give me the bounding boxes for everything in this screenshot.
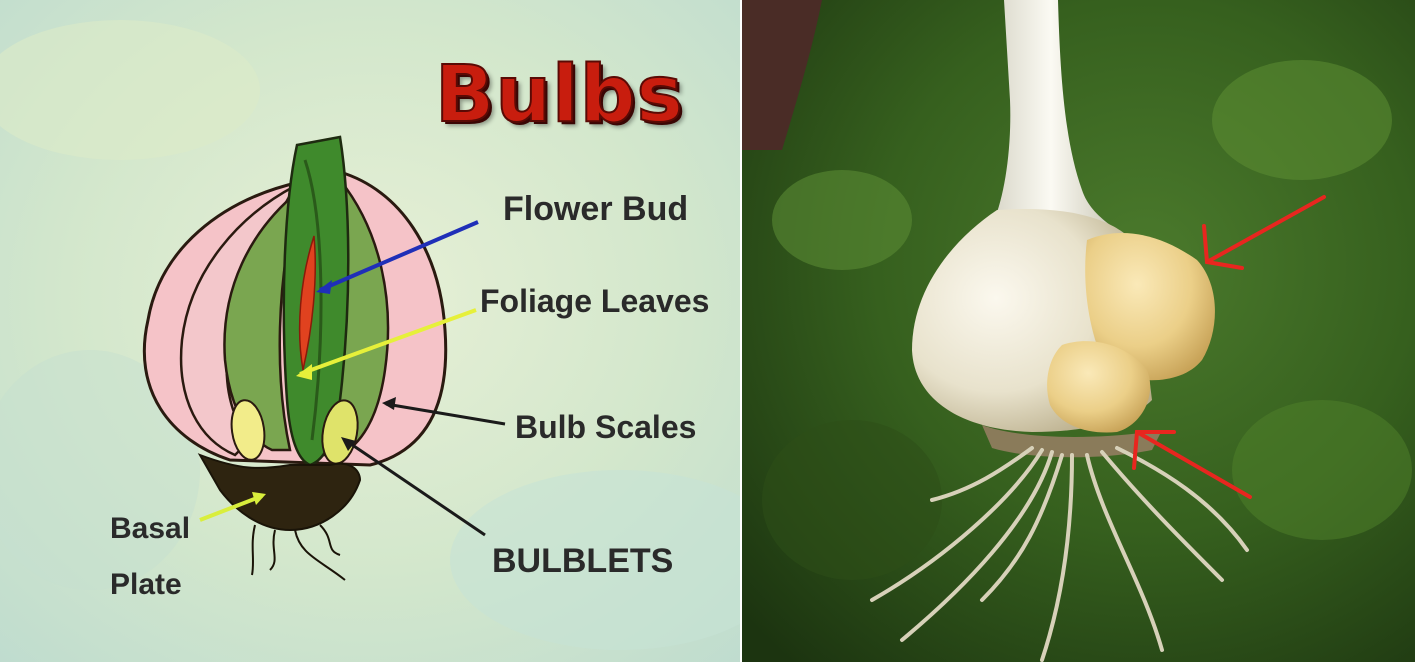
foliage-spot [772, 170, 912, 270]
bulb-scales-label: Bulb Scales [515, 409, 696, 446]
bulblets-label: BULBLETS [492, 542, 673, 581]
basal-plate-label-line1: Basal [110, 512, 190, 546]
foliage-spot [762, 420, 942, 580]
diagram-title: Bulbs [435, 50, 684, 140]
bulb-photo-svg [742, 0, 1415, 662]
foliage-spot [1212, 60, 1392, 180]
bulb-diagram-panel: Bulbs Flower Bud Foliage Leaves Bulb Sca… [0, 0, 740, 662]
basal-plate-label-line2: Plate [110, 568, 182, 602]
foliage-leaves-label: Foliage Leaves [480, 283, 709, 320]
bulb-photo-panel [742, 0, 1415, 662]
foliage-spot [1232, 400, 1412, 540]
flower-bud-label: Flower Bud [503, 190, 688, 229]
